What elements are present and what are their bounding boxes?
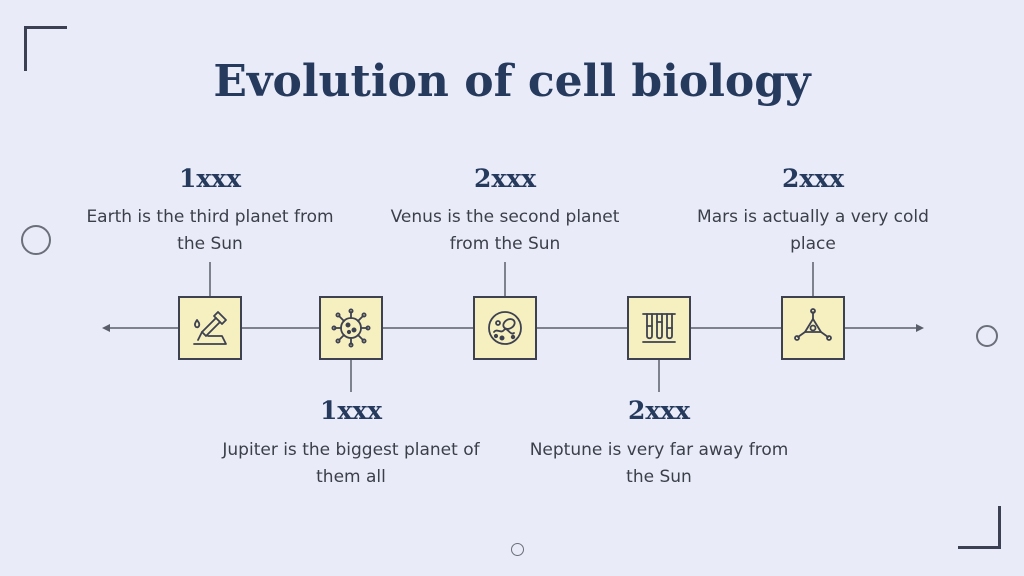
event-5-text: Mars is actually a very cold place — [697, 207, 929, 254]
timeline-node-2 — [319, 296, 383, 360]
timeline-node-3 — [473, 296, 537, 360]
test-tubes-icon — [642, 313, 676, 343]
corner-bracket-top-left — [24, 26, 67, 71]
decorative-circle-left — [21, 225, 51, 255]
event-2-year: 1xxx — [319, 396, 383, 425]
event-2-text: Jupiter is the biggest planet of them al… — [222, 440, 480, 487]
event-3-year: 2xxx — [473, 164, 537, 193]
molecule-icon — [794, 308, 832, 341]
event-5-year: 2xxx — [781, 164, 845, 193]
event-3-text: Venus is the second planet from the Sun — [390, 207, 620, 254]
timeline-node-1 — [178, 296, 242, 360]
event-4-year: 2xxx — [627, 396, 691, 425]
corner-bracket-bottom-right — [958, 506, 1001, 549]
decorative-circle-bottom — [511, 543, 524, 556]
timeline-node-4 — [627, 296, 691, 360]
timeline-node-5 — [781, 296, 845, 360]
cell-icon — [488, 311, 522, 345]
virus-icon — [331, 308, 371, 348]
pipette-icon — [193, 311, 227, 345]
event-4-text: Neptune is very far away from the Sun — [529, 440, 789, 487]
page-title: Evolution of cell biology — [213, 56, 811, 107]
event-1-year: 1xxx — [178, 164, 242, 193]
event-1-text: Earth is the third planet from the Sun — [86, 207, 334, 254]
decorative-circle-right — [976, 325, 998, 347]
